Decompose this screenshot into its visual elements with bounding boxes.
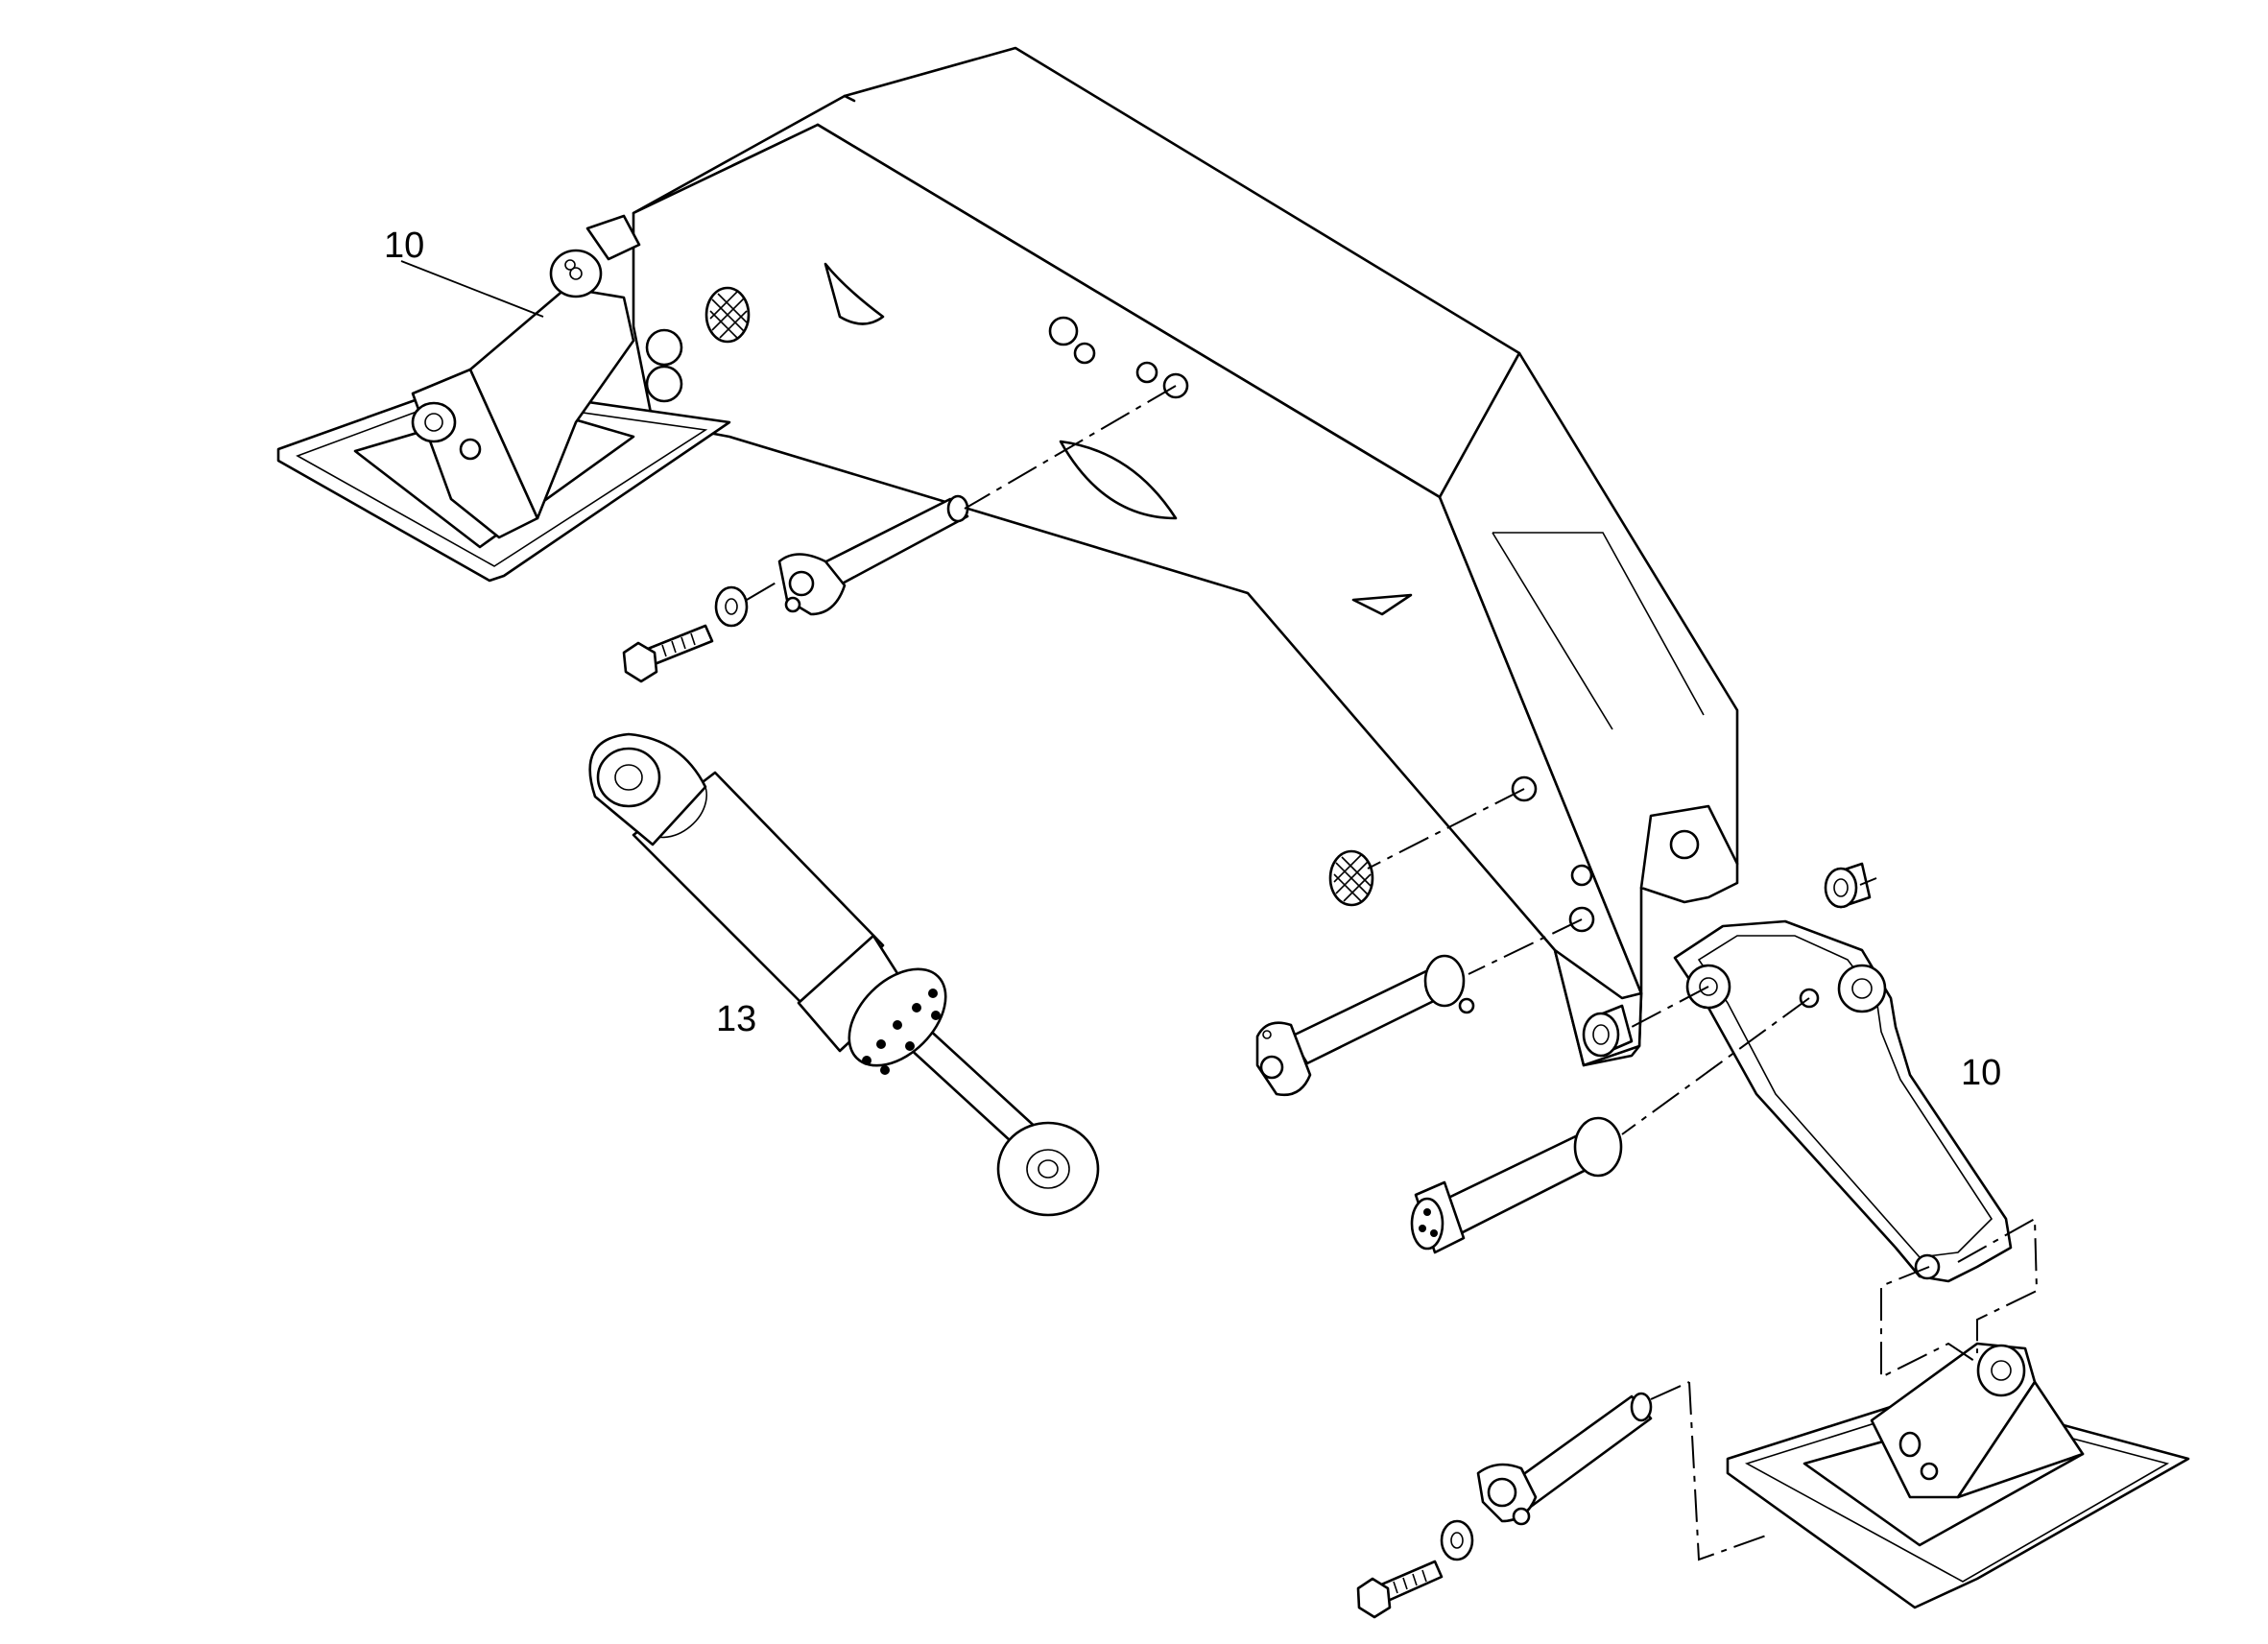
bottom-pin	[1476, 1392, 1653, 1526]
bolt-upper	[622, 624, 714, 683]
middle-pin	[1255, 954, 1475, 1097]
callout-label-cylinder: 13	[716, 999, 756, 1039]
foot-pad-right	[1726, 1342, 2190, 1609]
upper-pin	[777, 494, 969, 616]
link-arm	[1673, 919, 2013, 1283]
callout-label-boom: 10	[384, 226, 424, 266]
bushing-middle	[1582, 1004, 1634, 1058]
washer-upper	[714, 585, 749, 628]
grease-grid-lower	[1328, 849, 1374, 907]
callout-lift-cylinder: 13	[716, 999, 756, 1039]
boom-arm	[585, 46, 1739, 1067]
callout-label-link-arm: 10	[1961, 1053, 2001, 1093]
callout-boom-assembly: 10	[384, 226, 544, 318]
washer-lower	[1440, 1519, 1474, 1561]
lower-pin	[1410, 1116, 1623, 1254]
callout-link-arm: 10	[1961, 1053, 2001, 1093]
bushing-top	[1824, 862, 1872, 909]
bolt-lower	[1356, 1560, 1444, 1619]
hydraulic-cylinder	[588, 732, 1100, 1217]
foot-pad-left	[276, 249, 731, 583]
assembly-center-lines	[746, 385, 2039, 1561]
grease-grid-upper	[704, 286, 751, 344]
